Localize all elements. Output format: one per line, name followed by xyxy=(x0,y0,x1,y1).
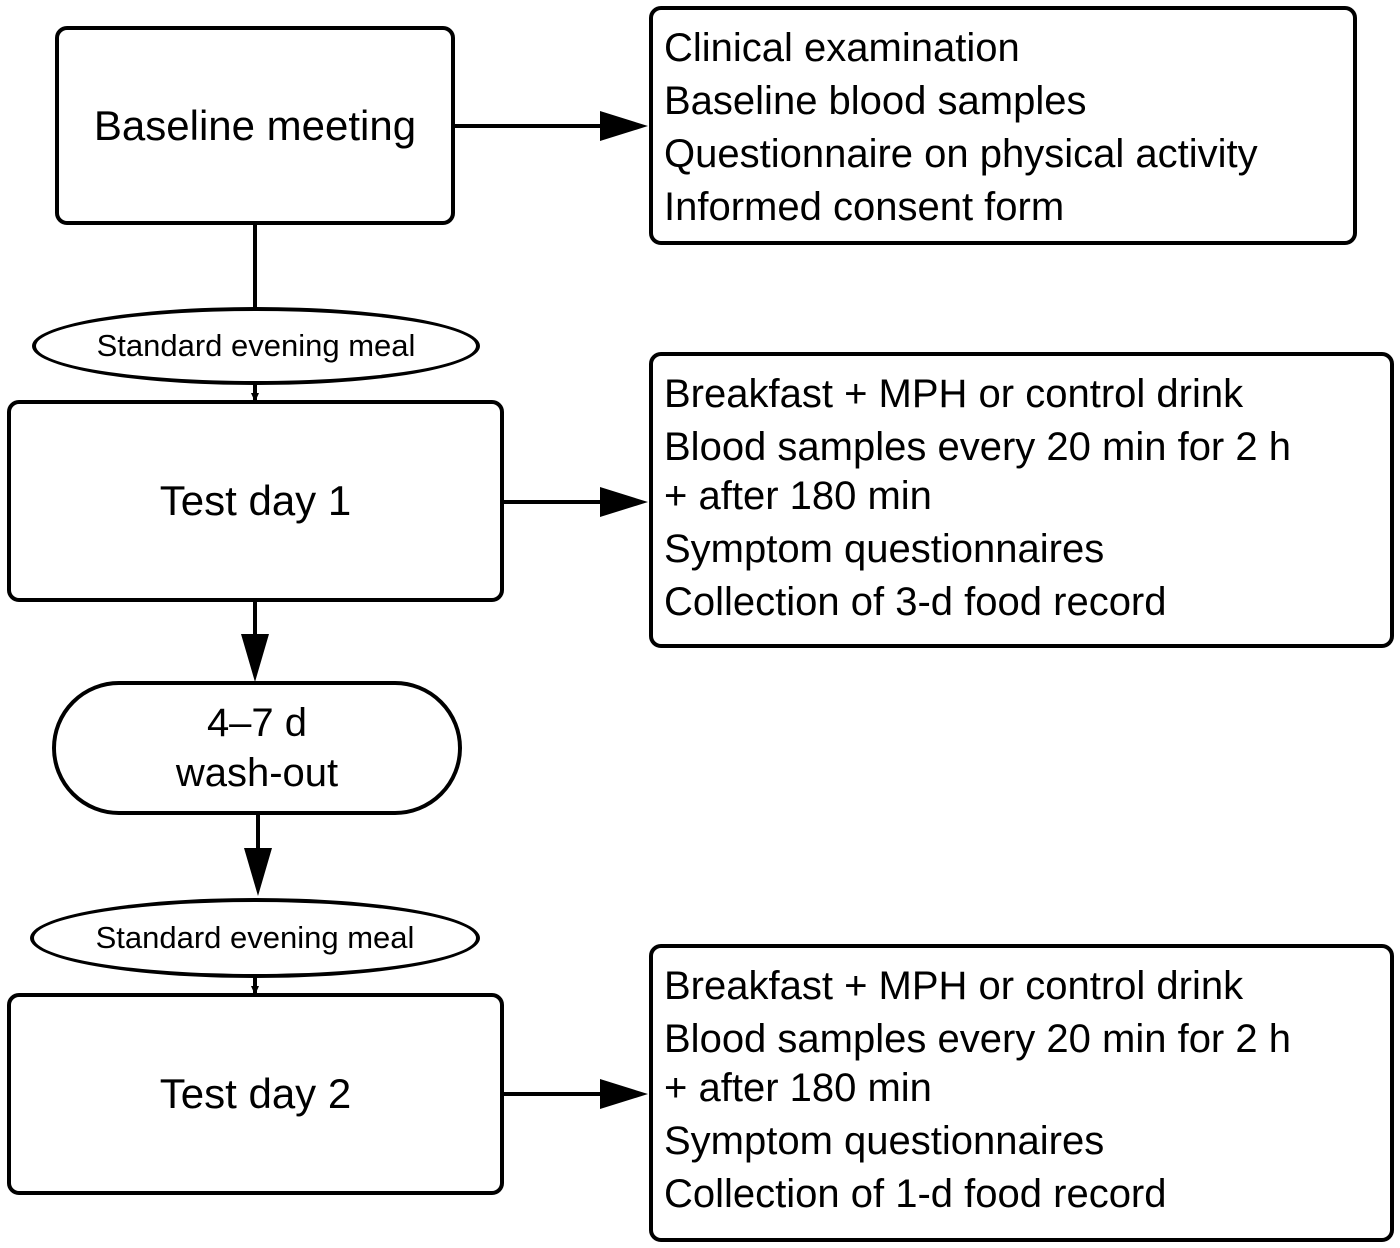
standard-evening-meal-1: Standard evening meal xyxy=(32,307,480,385)
test-day-1-details-box: Breakfast + MPH or control drink Blood s… xyxy=(649,352,1394,648)
arrowhead-small-to-test-day-2 xyxy=(251,986,259,995)
standard-evening-meal-2: Standard evening meal xyxy=(30,898,480,978)
test-day-2-detail-item: Symptom questionnaires xyxy=(664,1119,1105,1163)
washout-label: wash-out xyxy=(175,751,339,795)
arrowhead-baseline-details xyxy=(600,111,648,141)
test-day-1-detail-item: Collection of 3-d food record xyxy=(664,580,1167,624)
baseline-details-box: Clinical examination Baseline blood samp… xyxy=(649,6,1357,245)
arrowhead-test-day-1-details xyxy=(600,487,648,517)
test-day-2-label: Test day 2 xyxy=(159,1070,352,1117)
baseline-meeting-box: Baseline meeting xyxy=(55,26,455,225)
meal-1-label: Standard evening meal xyxy=(96,328,416,363)
baseline-detail-item: Informed consent form xyxy=(664,185,1065,229)
baseline-detail-item: Clinical examination xyxy=(664,26,1020,70)
washout-duration: 4–7 d xyxy=(206,701,308,745)
test-day-1-detail-item: Blood samples every 20 min for 2 h xyxy=(664,425,1291,469)
arrowhead-to-meal-2 xyxy=(244,848,272,896)
meal-2-label: Standard evening meal xyxy=(95,920,415,955)
washout-period: 4–7 d wash-out xyxy=(52,681,462,815)
baseline-detail-item: Baseline blood samples xyxy=(664,79,1087,123)
test-day-1-detail-item: Symptom questionnaires xyxy=(664,527,1105,571)
test-day-2-box: Test day 2 xyxy=(7,993,504,1195)
test-day-2-detail-item: Collection of 1-d food record xyxy=(664,1172,1167,1216)
arrowhead-small-to-test-day-1 xyxy=(251,393,259,402)
test-day-2-detail-item: + after 180 min xyxy=(664,1066,932,1110)
test-day-1-box: Test day 1 xyxy=(7,400,504,602)
test-day-1-detail-item: + after 180 min xyxy=(664,474,932,518)
test-day-1-label: Test day 1 xyxy=(159,477,352,524)
arrowhead-test-day-2-details xyxy=(600,1079,648,1109)
test-day-2-detail-item: Breakfast + MPH or control drink xyxy=(664,964,1244,1008)
test-day-2-detail-item: Blood samples every 20 min for 2 h xyxy=(664,1017,1291,1061)
baseline-meeting-label: Baseline meeting xyxy=(93,101,417,149)
baseline-detail-item: Questionnaire on physical activity xyxy=(664,132,1258,176)
test-day-2-details-box: Breakfast + MPH or control drink Blood s… xyxy=(649,944,1394,1242)
test-day-1-detail-item: Breakfast + MPH or control drink xyxy=(664,372,1244,416)
arrowhead-to-washout xyxy=(241,634,269,682)
